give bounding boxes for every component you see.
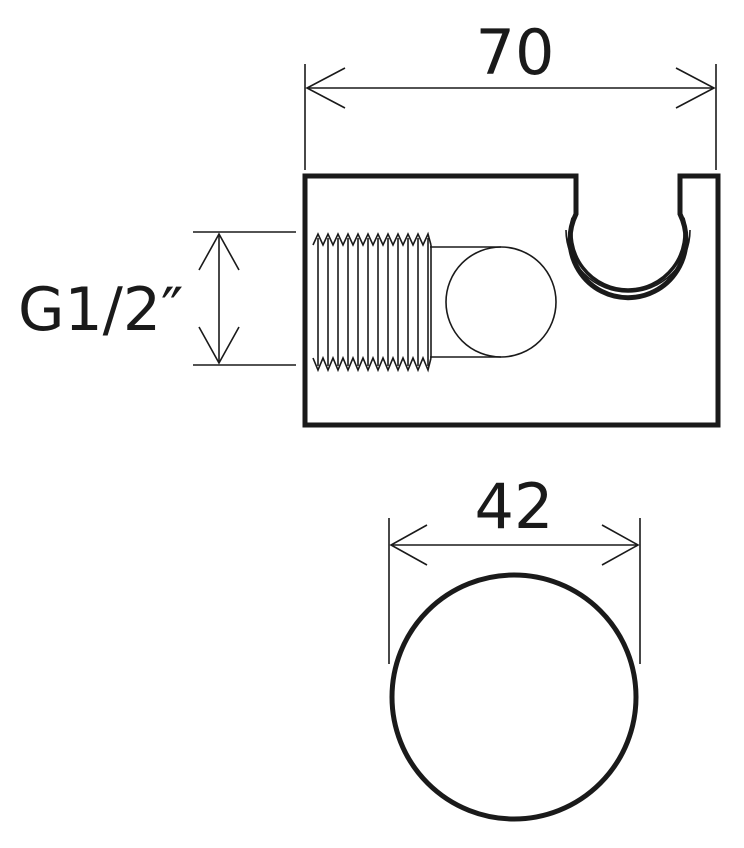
thread-arrow-top — [198, 232, 240, 271]
thread-section — [312, 231, 432, 373]
bore-circle — [445, 246, 557, 358]
thread-top-profile — [312, 231, 432, 247]
width-arrow-right — [675, 67, 716, 109]
diameter-arrow-left — [389, 524, 428, 566]
holder-body-outline — [302, 173, 721, 428]
thread-bottom-profile — [312, 355, 432, 373]
thread-label: G1/2″ — [18, 275, 183, 345]
front-view-circle — [389, 572, 639, 822]
hose-cradle-inner — [569, 217, 687, 292]
width-label: 70 — [476, 16, 555, 89]
hose-cradle-groove — [565, 229, 691, 293]
diameter-label: 42 — [475, 470, 554, 543]
width-arrow-left — [305, 67, 346, 109]
diameter-arrow-right — [601, 524, 640, 566]
side-view — [302, 173, 721, 428]
diameter-dimension: 42 — [388, 470, 641, 664]
thread-dimension: G1/2″ — [18, 231, 296, 366]
width-dimension: 70 — [304, 16, 717, 170]
thread-arrow-bottom — [198, 326, 240, 365]
